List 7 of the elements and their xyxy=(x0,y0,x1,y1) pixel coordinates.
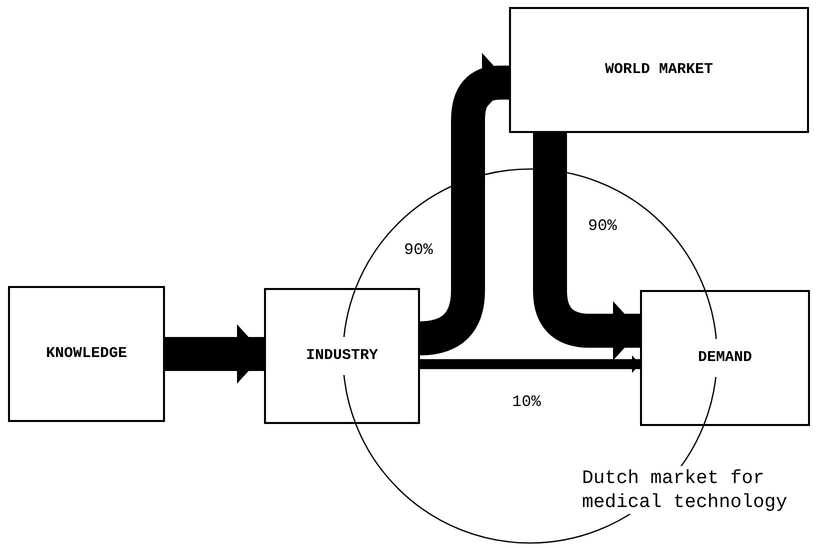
arrow xyxy=(533,133,640,361)
process-box xyxy=(8,286,165,422)
arrow xyxy=(420,355,640,373)
process-box xyxy=(509,7,809,133)
arrow xyxy=(165,324,264,384)
process-box xyxy=(264,288,420,424)
process-box xyxy=(640,290,810,426)
